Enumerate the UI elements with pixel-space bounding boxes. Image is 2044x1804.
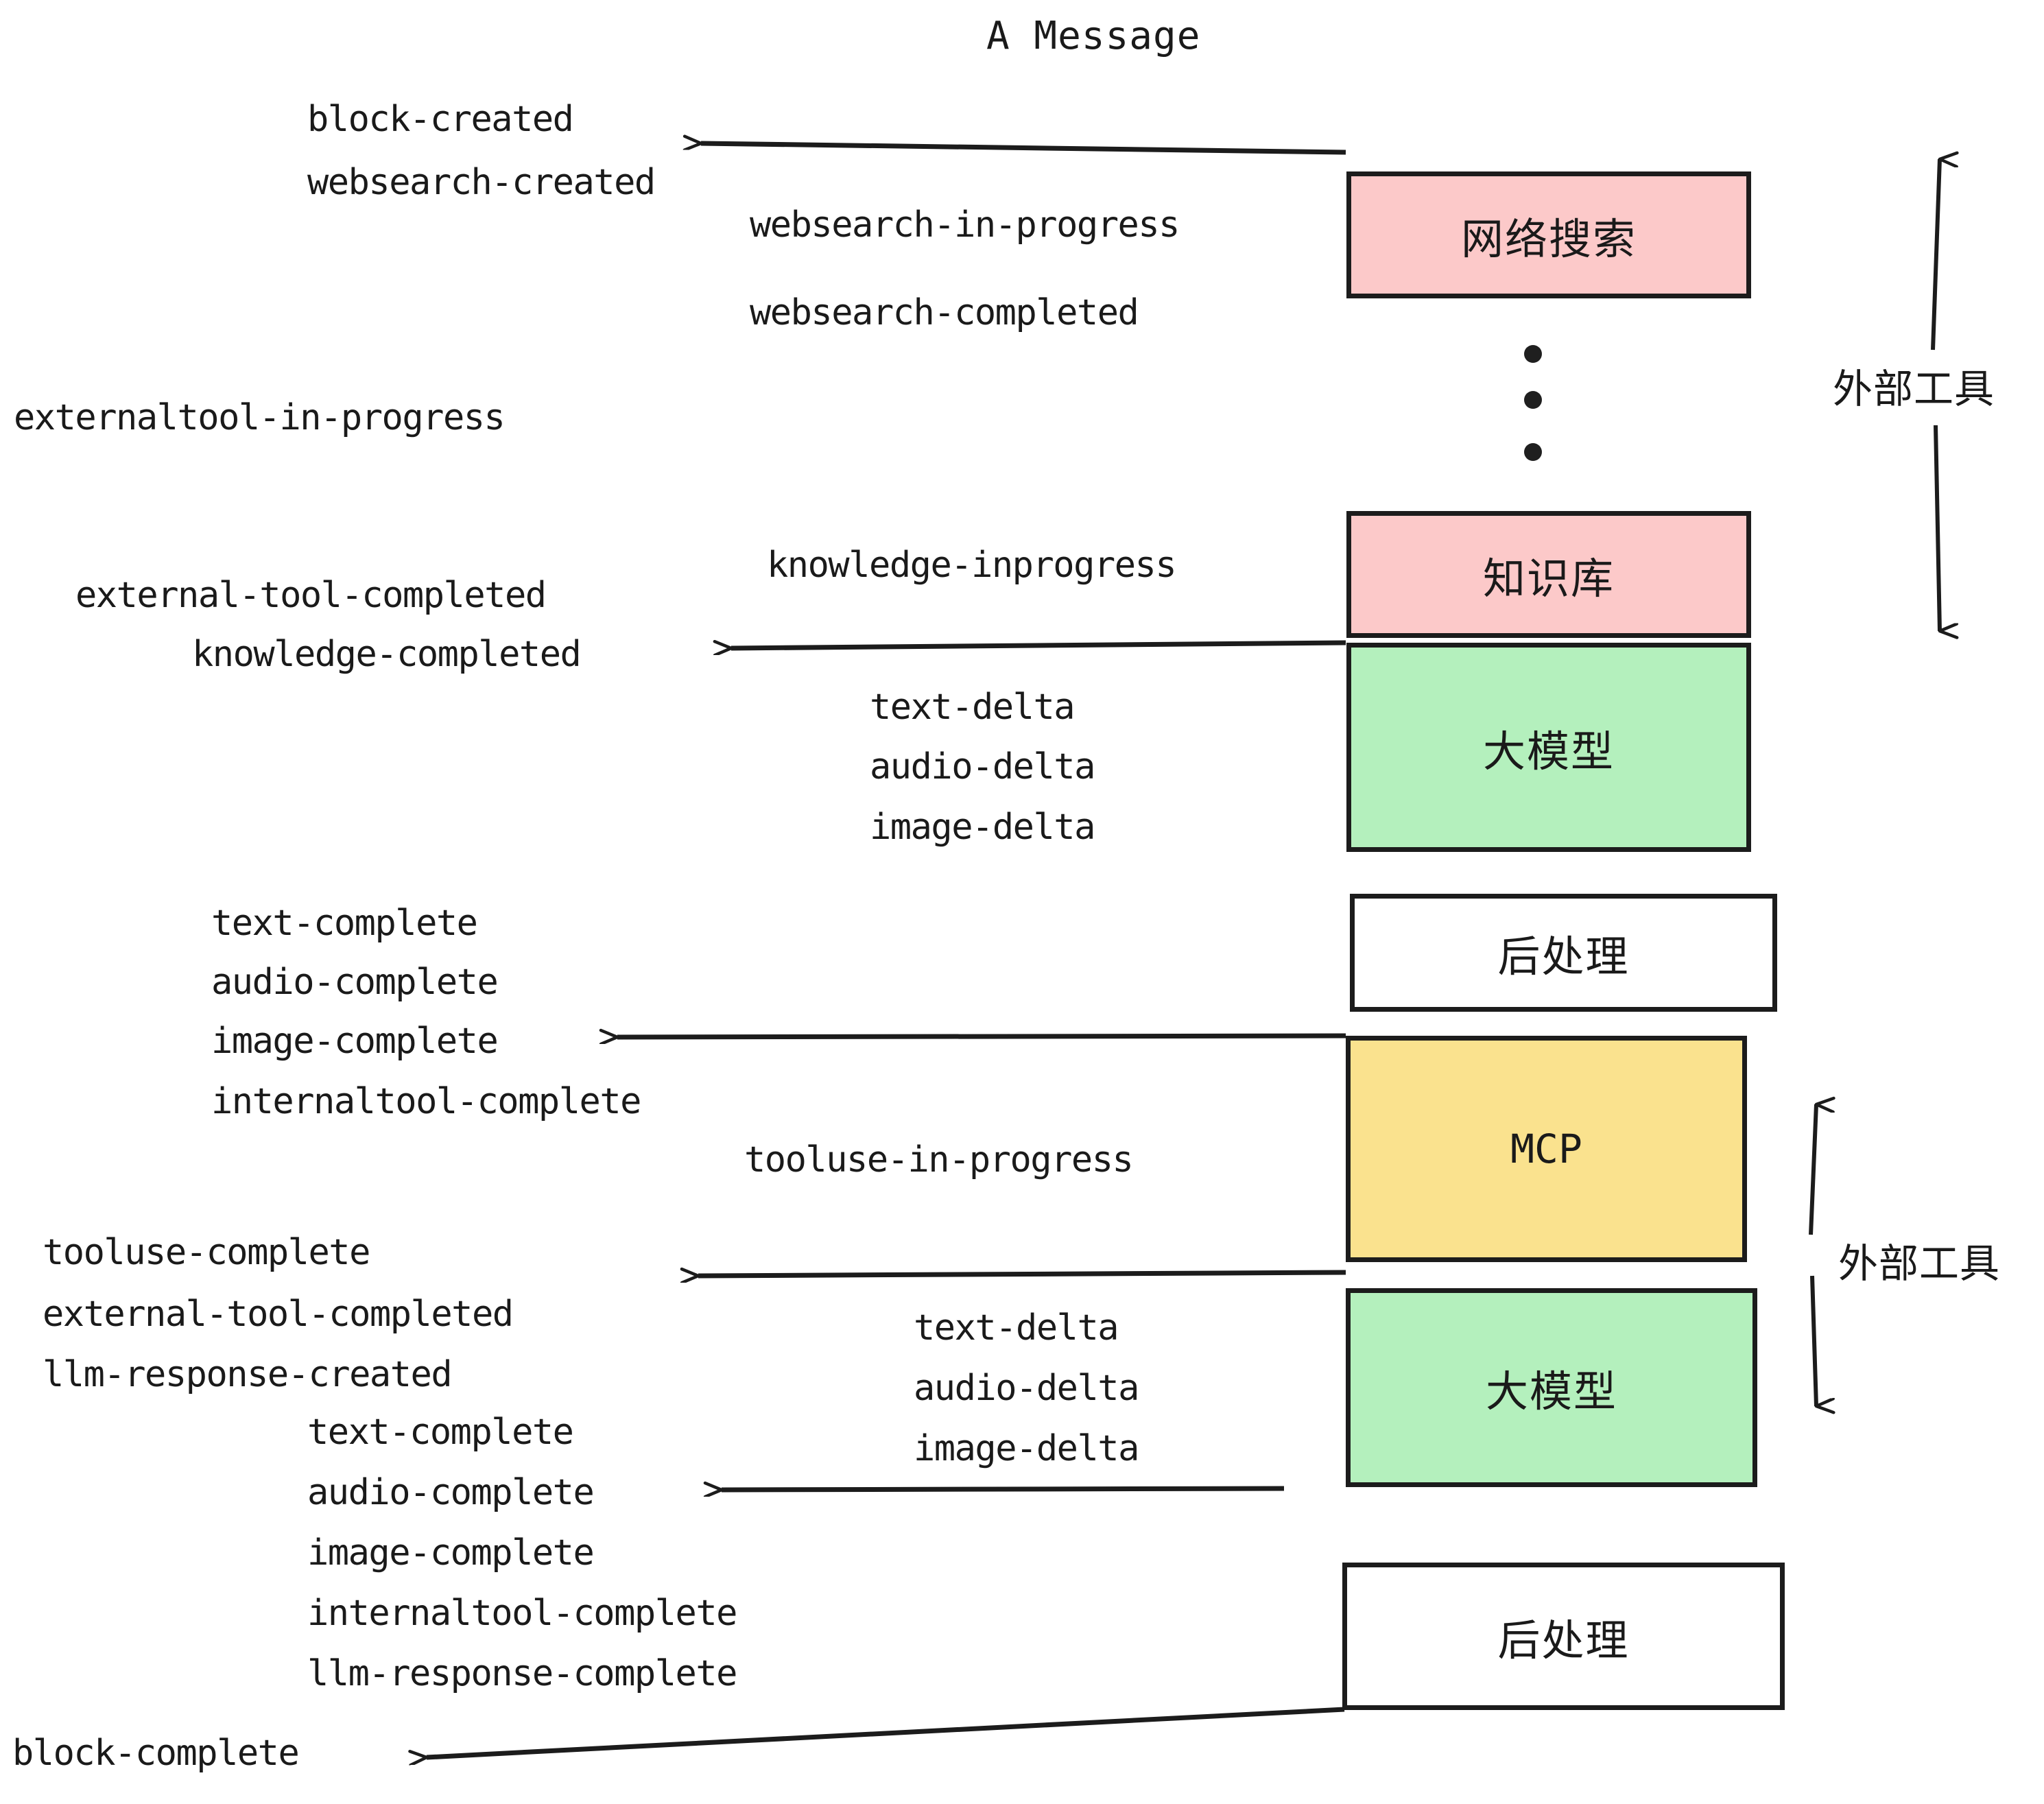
node-postprocess-bottom[interactable]: 后处理 — [1342, 1563, 1785, 1710]
arrow-postprocess-to-image-complete — [617, 1036, 1346, 1037]
node-mcp-label: MCP — [1510, 1126, 1582, 1172]
node-mcp[interactable]: MCP — [1346, 1036, 1747, 1262]
event-text-delta-1: text-delta — [870, 687, 1076, 728]
event-tooluse-complete: tooluse-complete — [43, 1232, 370, 1273]
external-tool-arrow-down-top — [1934, 425, 1940, 631]
arrow-llm-to-audio-complete — [722, 1488, 1285, 1490]
event-block-created: block-created — [307, 99, 574, 140]
arrow-mcp-to-tooluse-complete — [698, 1272, 1346, 1276]
ellipsis-dot — [1524, 391, 1542, 409]
event-audio-delta-2: audio-delta — [914, 1368, 1139, 1409]
node-websearch-label: 网络搜索 — [1460, 213, 1637, 264]
arrow-postprocess-to-block-complete — [427, 1707, 1345, 1757]
event-image-complete-1: image-complete — [211, 1021, 499, 1062]
arrow-knowledge-to-completed — [731, 643, 1346, 648]
event-tooluse-in-progress: tooluse-in-progress — [744, 1139, 1134, 1180]
event-websearch-in-progress: websearch-in-progress — [750, 204, 1180, 246]
event-image-delta-2: image-delta — [914, 1428, 1139, 1469]
node-knowledge-label: 知识库 — [1482, 553, 1615, 604]
event-image-delta-1: image-delta — [870, 807, 1095, 848]
side-label-external-tool-top: 外部工具 — [1833, 366, 1995, 412]
event-llm-response-complete: llm-response-complete — [307, 1653, 737, 1694]
node-postprocess-top-label: 后处理 — [1497, 931, 1630, 982]
event-text-complete-1: text-complete — [211, 903, 478, 944]
event-external-tool-completed-2: external-tool-completed — [43, 1294, 514, 1335]
event-audio-complete-1: audio-complete — [211, 962, 499, 1003]
event-websearch-created: websearch-created — [307, 162, 656, 203]
diagram-title: A Message — [986, 14, 1201, 58]
event-internaltool-complete-1: internaltool-complete — [211, 1081, 641, 1122]
event-knowledge-completed: knowledge-completed — [192, 634, 582, 675]
event-text-complete-2: text-complete — [307, 1412, 574, 1453]
ellipsis-dot — [1524, 345, 1542, 363]
node-postprocess-bottom-label: 后处理 — [1497, 1615, 1630, 1665]
arrow-websearch-to-created — [701, 143, 1346, 155]
external-tool-arrow-down-bottom — [1810, 1275, 1816, 1406]
event-externaltool-in-progress: externaltool-in-progress — [14, 397, 506, 438]
event-websearch-completed: websearch-completed — [750, 292, 1139, 333]
event-internaltool-complete-2: internaltool-complete — [307, 1593, 737, 1634]
event-llm-response-created: llm-response-created — [43, 1354, 453, 1395]
event-knowledge-inprogress: knowledge-inprogress — [767, 545, 1177, 586]
event-image-complete-2: image-complete — [307, 1532, 595, 1574]
node-llm-top[interactable]: 大模型 — [1346, 643, 1751, 852]
external-tool-arrow-up-top — [1931, 159, 1940, 351]
event-audio-delta-1: audio-delta — [870, 746, 1095, 787]
event-block-complete: block-complete — [12, 1733, 300, 1774]
event-external-tool-completed-1: external-tool-completed — [75, 575, 547, 616]
ellipsis-dot — [1524, 443, 1542, 461]
node-knowledge[interactable]: 知识库 — [1346, 511, 1751, 638]
node-llm-top-label: 大模型 — [1482, 726, 1615, 776]
external-tool-arrow-up-bottom — [1809, 1104, 1816, 1235]
event-audio-complete-2: audio-complete — [307, 1472, 595, 1513]
side-label-external-tool-bottom: 外部工具 — [1838, 1240, 2001, 1287]
event-text-delta-2: text-delta — [914, 1307, 1119, 1349]
node-websearch[interactable]: 网络搜索 — [1346, 171, 1751, 298]
node-llm-bottom-label: 大模型 — [1485, 1366, 1617, 1416]
node-postprocess-top[interactable]: 后处理 — [1350, 894, 1777, 1012]
node-llm-bottom[interactable]: 大模型 — [1346, 1288, 1757, 1487]
